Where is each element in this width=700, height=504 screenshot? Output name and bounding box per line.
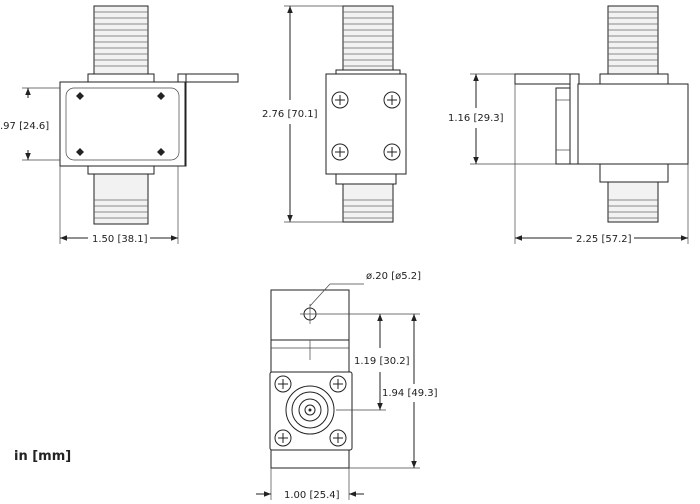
side-screws — [331, 91, 401, 161]
right-height-dimension: 1.16 [29.3] — [448, 113, 504, 124]
front-view: .97 [24.6] 1.50 [38.1] — [0, 5, 239, 245]
bottom-view: ø.20 [ø5.2] 1.19 [30.2] 1.94 [49.3] 1.00… — [256, 271, 438, 501]
hole-diameter-dimension: ø.20 [ø5.2] — [366, 271, 421, 282]
hole-to-center-dimension: 1.19 [30.2] — [354, 356, 410, 367]
front-height-dimension: .97 [24.6] — [0, 121, 49, 132]
bottom-height-dimension: 1.94 [49.3] — [382, 388, 438, 399]
side-total-height-dimension: 2.76 [70.1] — [262, 109, 318, 120]
front-top-thread — [94, 11, 148, 67]
right-view: 1.16 [29.3] 2.25 [57.2] — [448, 5, 689, 245]
right-length-dimension: 2.25 [57.2] — [576, 234, 632, 245]
front-width-dimension: 1.50 [38.1] — [92, 234, 148, 245]
side-view: 2.76 [70.1] — [262, 5, 407, 223]
bottom-width-dimension: 1.00 [25.4] — [284, 490, 340, 501]
units-label: in [mm] — [14, 449, 71, 464]
